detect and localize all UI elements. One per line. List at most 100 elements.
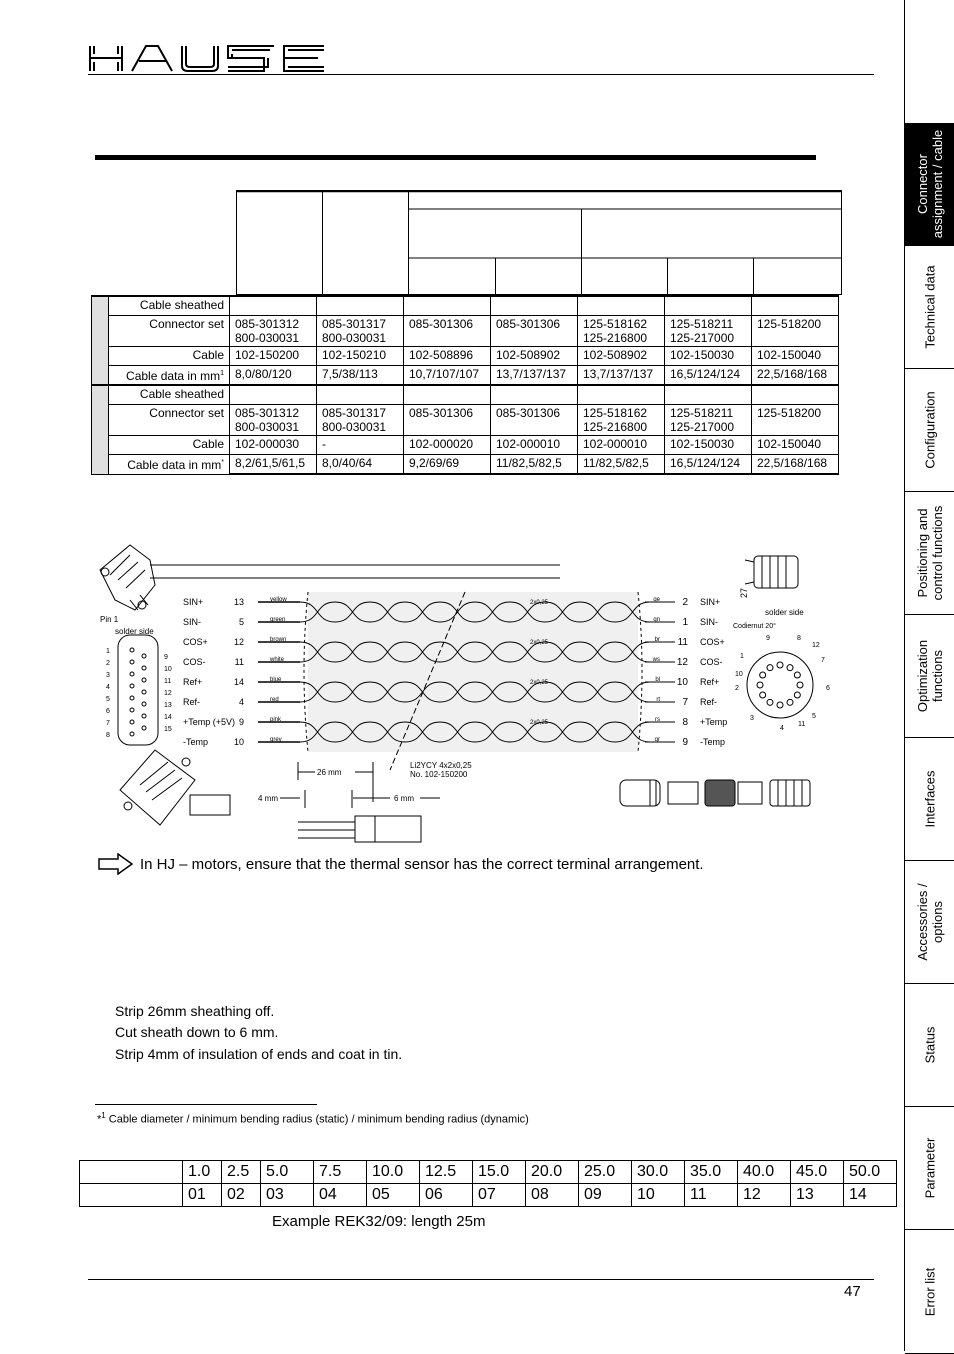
- pin-left: 13: [234, 597, 244, 607]
- dsub-pin-number: 3: [106, 672, 110, 679]
- cable-table-cell: [751, 295, 839, 316]
- pin-left: 4: [239, 697, 244, 707]
- cable-table-cell: 10,7/107/107: [403, 365, 491, 386]
- sidebar-tab[interactable]: Interfaces: [905, 738, 954, 861]
- signal-name-left: SIN-: [183, 617, 201, 627]
- sidebar-tab[interactable]: Parameter: [905, 1107, 954, 1230]
- cable-table-cell: 125-518200: [751, 315, 839, 347]
- dsub-pin: [129, 719, 135, 725]
- wire-color-abbr: ws: [652, 657, 660, 663]
- signal-name-right: SIN-: [700, 617, 718, 627]
- cable-table-row: Cable sheathed: [91, 384, 839, 475]
- code-cell: 09: [578, 1183, 632, 1207]
- m23-pin-number: 8: [797, 635, 801, 642]
- cable-table-cell: [490, 295, 578, 316]
- wire-color-label: green: [270, 617, 285, 623]
- solder-side-right-label: solder side: [765, 608, 804, 617]
- dim-26mm-label: 26 mm: [317, 768, 342, 777]
- group-side-cell: [91, 384, 109, 475]
- code-cell: 04: [313, 1183, 367, 1207]
- m23-pin-number: 12: [812, 642, 820, 649]
- group-side-cell: [91, 295, 109, 386]
- table-header-grid: [236, 190, 842, 295]
- wire-color-abbr: gn: [653, 617, 660, 623]
- twisted-pair-wire: [299, 681, 651, 703]
- pin-left: 10: [234, 737, 244, 747]
- dsub-pin: [141, 725, 147, 731]
- m23-pin: [786, 698, 794, 706]
- code-cell: 14: [843, 1183, 897, 1207]
- m23-pin-number: 7: [821, 657, 825, 664]
- length-cell: 5.0: [260, 1160, 314, 1184]
- cable-table-cell: [664, 295, 752, 316]
- sidebar-tab[interactable]: Technical data: [905, 246, 954, 369]
- footnote-sup: 1: [101, 1111, 106, 1120]
- pair-label: 2x0,25: [530, 600, 549, 606]
- dsub-pin-number: 12: [164, 690, 172, 697]
- pin-left: 9: [239, 717, 244, 727]
- m23-pin-number: 4: [780, 725, 784, 732]
- cable-table-cell: [403, 384, 491, 405]
- sidebar-tab[interactable]: Accessories /options: [905, 861, 954, 984]
- signal-name-right: -Temp: [700, 737, 725, 747]
- pin-left: 5: [239, 617, 244, 627]
- dsub-pin: [129, 683, 135, 689]
- code-cell: 11: [684, 1183, 738, 1207]
- cable-table-cell: 102-000010: [490, 435, 578, 455]
- twisted-pair-wire: [299, 681, 651, 703]
- signal-name-left: Ref+: [183, 677, 202, 687]
- cable-table-cell: 102-150040: [751, 435, 839, 455]
- twisted-pair-wire: [299, 641, 651, 663]
- m23-pin: [759, 691, 767, 699]
- dsub-pin-number: 14: [164, 714, 172, 721]
- dsub-pin: [141, 701, 147, 707]
- wire-color-label: grey: [270, 737, 282, 743]
- sidebar-tab[interactable]: Configuration: [905, 369, 954, 492]
- dsub-pin: [129, 647, 135, 653]
- dsub-pin-number: 6: [106, 708, 110, 715]
- m23-pin-number: 2: [735, 685, 739, 692]
- dsub-pin: [129, 659, 135, 665]
- cable-table-cell: 8,2/61,5/61,5: [229, 454, 317, 475]
- length-cell: 25.0: [578, 1160, 632, 1184]
- hauser-logo: HAUSER: [89, 45, 324, 72]
- cable-table-cell: 085-301306: [403, 404, 491, 436]
- cable-table-cell: 22,5/168/168: [751, 365, 839, 386]
- code-cell: 05: [366, 1183, 420, 1207]
- pin-right: 12: [677, 657, 689, 668]
- twisted-pair-wire: [299, 721, 651, 743]
- dsub-pin-number: 7: [106, 720, 110, 727]
- dim-4mm-label: 4 mm: [258, 794, 278, 803]
- signal-name-left: Ref-: [183, 697, 200, 707]
- code-cell: 08: [525, 1183, 579, 1207]
- wire-color-label: blue: [270, 677, 282, 683]
- sidebar-tab[interactable]: Status: [905, 984, 954, 1107]
- cable-table-cell: 102-150200: [229, 346, 317, 366]
- cable-table-cell: 16,5/124/124: [664, 365, 752, 386]
- sidebar-tab[interactable]: Error list: [905, 1230, 954, 1354]
- m23-connector-icon: [744, 555, 814, 719]
- m23-pin: [793, 671, 801, 679]
- code-cell: 03: [260, 1183, 314, 1207]
- m23-pin-number: 6: [826, 685, 830, 692]
- sidebar-tab-label: Interfaces: [922, 770, 938, 828]
- cable-table-cell: 125-518162 125-216800: [577, 315, 665, 347]
- dsub-pin: [129, 695, 135, 701]
- cable-table-cell: 085-301306: [403, 315, 491, 347]
- wire-color-abbr: rt: [656, 697, 660, 703]
- cable-table-cell: 085-301317 800-030031: [316, 315, 404, 347]
- cable-number-label: No. 102-150200: [410, 770, 468, 779]
- wire-color-label: pink: [270, 717, 282, 723]
- footnote-mark: *: [97, 1113, 102, 1126]
- wire-color-abbr: rs: [655, 717, 660, 723]
- dsub-pin: [141, 689, 147, 695]
- dsub-pin-number: 15: [164, 726, 172, 733]
- codiernut-label: Codiernut 20°: [733, 622, 776, 630]
